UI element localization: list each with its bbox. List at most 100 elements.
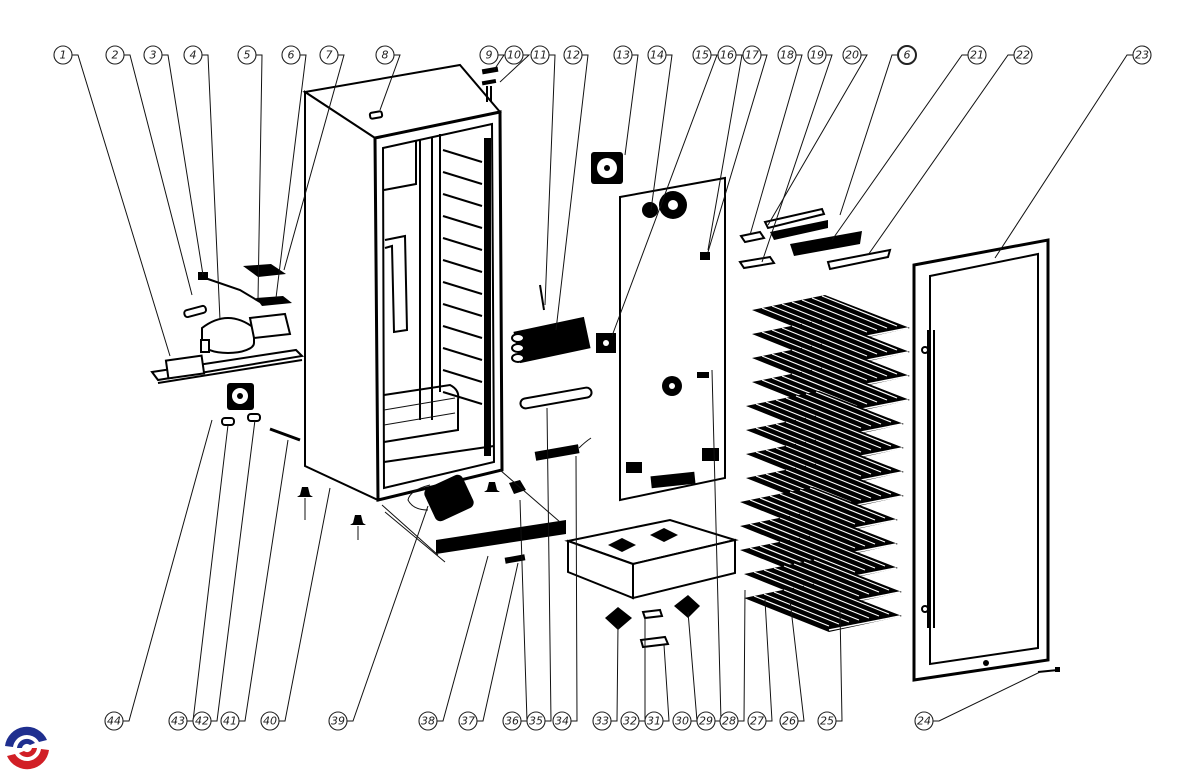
leader-line	[994, 54, 1133, 259]
callout-circle	[220, 711, 240, 731]
bottom-callout: 32	[620, 711, 640, 731]
callout-circle	[897, 45, 917, 65]
callout-circle	[696, 711, 716, 731]
leader-line	[761, 54, 833, 263]
top-callout: 21	[967, 45, 987, 65]
leader-line	[279, 487, 331, 722]
callout-number: 40	[263, 715, 277, 728]
evaporator-assembly	[511, 284, 593, 461]
top-callout: 20	[842, 45, 862, 65]
bottom-callout: 24	[914, 711, 934, 731]
callout-circle	[502, 711, 522, 731]
callout-circle	[260, 711, 280, 731]
leader-line	[72, 54, 171, 357]
top-callout: 2	[105, 45, 125, 65]
callout-circle	[237, 45, 257, 65]
callout-circle	[458, 711, 478, 731]
top-callout: 13	[613, 45, 633, 65]
shelf-rails	[442, 149, 483, 405]
bottom-callout: 44	[104, 711, 124, 731]
bottom-callout: 36	[502, 711, 522, 731]
callout-circle	[375, 45, 395, 65]
callout-number: 35	[529, 715, 543, 728]
glass-door	[912, 238, 1060, 682]
callout-number: 9	[486, 49, 493, 62]
leader-line	[239, 439, 289, 722]
leader-line	[650, 54, 673, 211]
callout-number: 11	[533, 49, 547, 62]
leader-line	[202, 54, 221, 321]
leader-line	[544, 54, 556, 306]
callout-number: 36	[505, 715, 519, 728]
bottom-callout: 31	[644, 711, 664, 731]
callout-circle	[717, 45, 737, 65]
callout-number: 32	[623, 715, 637, 728]
callout-number: 5	[244, 49, 251, 62]
top-callout: 11	[530, 45, 550, 65]
leader-line	[624, 54, 639, 156]
leader-line	[933, 671, 1041, 722]
leader-line	[211, 419, 256, 722]
callout-number: 24	[917, 715, 931, 728]
callout-circle	[563, 45, 583, 65]
leader-line	[493, 54, 505, 71]
callout-number: 42	[195, 715, 209, 728]
callout-number: 7	[326, 49, 333, 62]
callout-number: 4	[190, 49, 197, 62]
front-grille	[381, 469, 566, 564]
top-callout: 8	[375, 45, 395, 65]
callout-number: 22	[1016, 49, 1030, 62]
callout-circle	[620, 711, 640, 731]
callout-number: 31	[647, 715, 661, 728]
leader-line	[687, 611, 698, 722]
leader-line	[663, 644, 670, 722]
shelf	[744, 583, 902, 632]
leader-line	[611, 54, 718, 337]
callout-number: 26	[782, 715, 796, 728]
top-callout: 15	[692, 45, 712, 65]
rear-inner-panel	[619, 176, 726, 502]
callout-circle	[644, 711, 664, 731]
leader-line	[545, 407, 552, 722]
top-callout: 5	[237, 45, 257, 65]
leader-line	[477, 562, 519, 722]
leader-line	[347, 505, 429, 722]
leader-line	[124, 54, 193, 296]
control-panel-assembly	[738, 207, 892, 271]
callout-number: 34	[555, 715, 569, 728]
callout-circle	[817, 711, 837, 731]
compressor-assembly	[150, 264, 305, 442]
callout-number: 17	[745, 49, 759, 62]
leveling-feet	[297, 482, 500, 540]
callout-circle	[192, 711, 212, 731]
callout-circle	[328, 711, 348, 731]
callout-number: 12	[566, 49, 580, 62]
callout-number: 27	[750, 715, 764, 728]
callout-number: 37	[461, 715, 475, 728]
wine-shelves	[740, 295, 910, 632]
callout-number: 25	[820, 715, 834, 728]
bottom-callout: 25	[817, 711, 837, 731]
callout-circle	[104, 711, 124, 731]
callout-circle	[479, 45, 499, 65]
leader-line	[187, 424, 229, 722]
bottom-callout: 38	[418, 711, 438, 731]
callout-circle	[672, 711, 692, 731]
callout-number: 13	[616, 49, 630, 62]
bottom-callout: 41	[220, 711, 240, 731]
callout-circle	[552, 711, 572, 731]
callout-circle	[530, 45, 550, 65]
leader-line	[738, 589, 746, 722]
callout-number: 10	[507, 49, 521, 62]
top-callout: 14	[647, 45, 667, 65]
bottom-callout: 43	[168, 711, 188, 731]
bottom-callout: 26	[779, 711, 799, 731]
top-callout: 6	[281, 45, 301, 65]
callout-number: 33	[595, 715, 609, 728]
callout-circle	[967, 45, 987, 65]
leader-line	[707, 54, 743, 251]
callout-number: 2	[112, 49, 119, 62]
callout-circle	[526, 711, 546, 731]
